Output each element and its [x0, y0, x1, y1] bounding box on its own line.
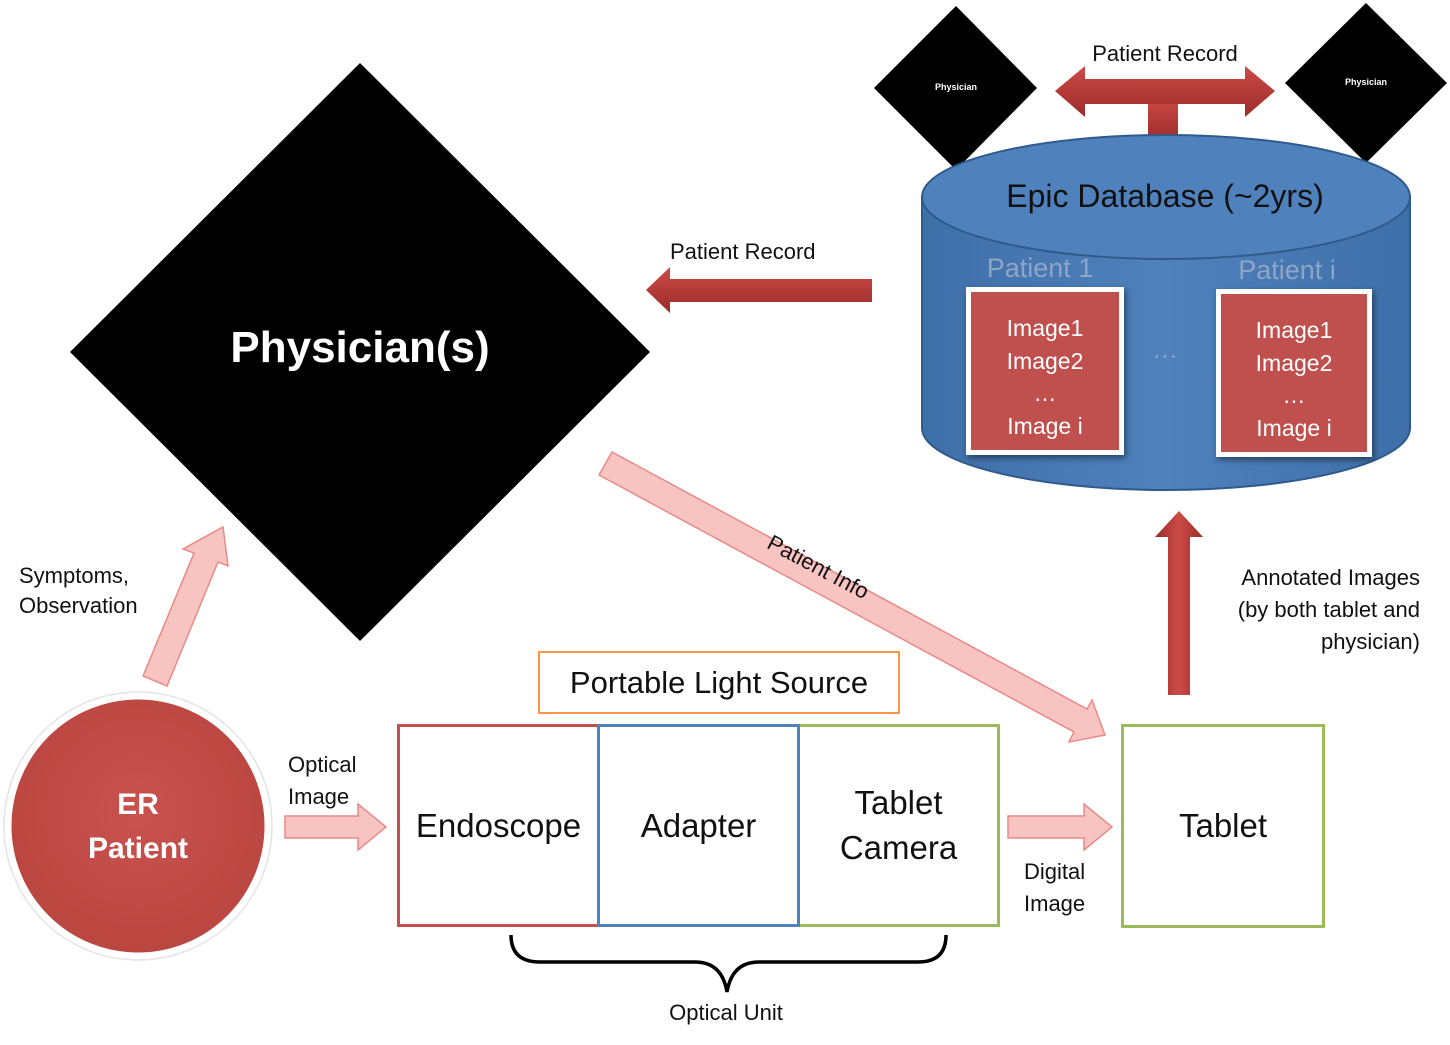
portable-light-source-box: Portable Light Source [538, 651, 900, 714]
image-item: … [1033, 380, 1057, 407]
digital-image-line1: Digital [1024, 859, 1086, 884]
digital-image-label: Digital Image [1024, 856, 1085, 920]
image-item: Image2 [1255, 349, 1333, 376]
adapter-box: Adapter [597, 724, 800, 927]
physician-small-right-label: Physician [1344, 77, 1388, 87]
er-patient-line2: Patient [87, 831, 189, 865]
endoscope-box: Endoscope [397, 724, 600, 927]
physicians-label: Physician(s) [230, 323, 490, 372]
annotated-images-arrow [1155, 511, 1203, 695]
image-item: … [1282, 382, 1306, 409]
db-patient1-label: Patient 1 [986, 253, 1094, 283]
physicians-diamond [70, 63, 650, 641]
tablet-camera-line1: Tablet [854, 783, 943, 821]
tablet-camera-line2: Camera [839, 828, 958, 866]
image-item: Image2 [1006, 347, 1084, 374]
image-item: Image i [1007, 412, 1083, 439]
physician-small-left-label: Physician [934, 82, 978, 92]
db-ellipsis: … [1152, 334, 1178, 364]
annotated-line3: physician) [1320, 628, 1420, 654]
tablet-camera-box: Tablet Camera [797, 724, 1000, 927]
db-patient-record-label: Patient Record [1092, 41, 1238, 66]
annotated-images-label: Annotated Images (by both tablet and phy… [1180, 562, 1420, 658]
physician-diamond-left [874, 6, 1037, 170]
annotated-line2: (by both tablet and [1237, 596, 1420, 622]
tablet-box: Tablet [1121, 724, 1325, 928]
image-item: Image1 [1006, 315, 1084, 341]
database-title: Epic Database (~2yrs) [1006, 178, 1324, 214]
digital-image-arrow [1007, 802, 1114, 852]
symptoms-line2: Observation [19, 592, 138, 618]
db-patienti-label: Patient i [1238, 255, 1336, 285]
digital-image-line2: Image [1024, 890, 1086, 916]
physician-diamond-right [1285, 3, 1447, 163]
symptoms-label: Symptoms, Observation [19, 561, 138, 620]
optical-unit-brace [509, 934, 948, 993]
er-patient-circle [4, 692, 272, 960]
patient-record-label: Patient Record [670, 239, 816, 264]
er-patient-label: ER Patient [58, 783, 218, 870]
image-item: Image i [1256, 414, 1332, 441]
optical-image-line2: Image [288, 783, 350, 809]
symptoms-arrow [142, 525, 229, 687]
patient-info-arrow [597, 450, 1107, 744]
optical-image-label: Optical Image [288, 749, 356, 813]
db-double-arrow [1055, 66, 1275, 117]
optical-image-line1: Optical [288, 752, 357, 777]
patienti-image-card: Image1 Image2 … Image i [1216, 289, 1372, 457]
image-item: Image1 [1255, 317, 1333, 343]
patient-record-arrow [646, 267, 872, 313]
optical-unit-label: Optical Unit [669, 1000, 783, 1025]
symptoms-line1: Symptoms, [19, 563, 130, 588]
er-patient-line1: ER [117, 788, 159, 821]
optical-image-arrow [284, 802, 388, 852]
annotated-line1: Annotated Images [1241, 565, 1420, 590]
patient1-image-card: Image1 Image2 … Image i [966, 287, 1124, 455]
